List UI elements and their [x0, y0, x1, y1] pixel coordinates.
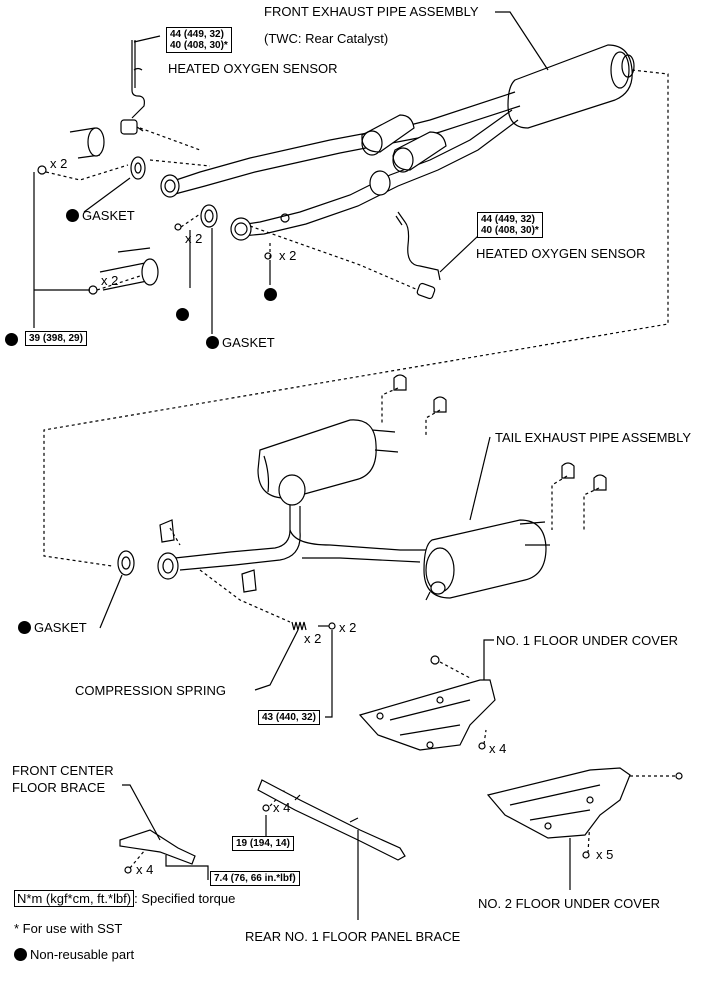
fasteners — [37, 165, 683, 874]
front-exhaust-pipe-assembly — [160, 44, 635, 241]
no1-floor-under-cover-label: NO. 1 FLOOR UNDER COVER — [496, 633, 679, 648]
torque-sensor-upper: 44 (449, 32) 40 (408, 30)* — [166, 27, 232, 53]
dashed-leaders-tail — [169, 387, 600, 623]
gasket-label-3: GASKET — [18, 620, 87, 635]
nonreusable-dot-icon — [206, 336, 219, 349]
nonreusable-dot-icon — [18, 621, 31, 634]
count-label: x 2 — [279, 248, 297, 263]
count-label: x 2 — [101, 273, 119, 288]
heated-oxygen-sensor-label-lower: HEATED OXYGEN SENSOR — [476, 246, 646, 261]
gasket-middle — [200, 204, 218, 228]
count-label: x 4 — [489, 741, 507, 756]
count-label: x 2 — [304, 631, 322, 646]
compression-spring-label: COMPRESSION SPRING — [75, 683, 226, 698]
no2-floor-under-cover — [486, 767, 631, 890]
no1-cover-leader — [483, 639, 494, 680]
no2-floor-under-cover-label: NO. 2 FLOOR UNDER COVER — [478, 896, 661, 911]
heated-oxygen-sensor-lower — [395, 211, 479, 300]
front-center-floor-brace-label-2: FLOOR BRACE — [12, 780, 106, 795]
heated-oxygen-sensor-label-upper: HEATED OXYGEN SENSOR — [168, 61, 338, 76]
front-center-floor-brace — [119, 784, 209, 880]
tail-exhaust-pipe-assembly — [157, 374, 607, 631]
nonreusable-dot-icon — [264, 288, 277, 301]
torque-spring-bolts: 43 (440, 32) — [258, 710, 320, 725]
nonreusable-dot-icon — [5, 333, 18, 346]
gasket-label-1: GASKET — [66, 208, 135, 223]
count-label: x 2 — [50, 156, 68, 171]
rear-no1-floor-panel-brace — [257, 779, 406, 920]
dashed-leaders-upper — [43, 69, 669, 567]
twc-note: (TWC: Rear Catalyst) — [264, 31, 389, 46]
nonreusable-dot-icon — [14, 948, 27, 961]
count-label: x 4 — [273, 800, 291, 815]
count-label: x 2 — [339, 620, 357, 635]
legend-nonreusable: Non-reusable part — [14, 947, 134, 962]
torque-flange-bolts: 39 (398, 29) — [25, 331, 87, 346]
front-exhaust-pipe-label: FRONT EXHAUST PIPE ASSEMBLY — [264, 4, 479, 19]
engine-side-pipes — [69, 127, 159, 291]
heated-oxygen-sensor-upper — [120, 35, 161, 135]
gasket-label-2: GASKET — [206, 335, 275, 350]
rear-no1-floor-panel-brace-label: REAR NO. 1 FLOOR PANEL BRACE — [245, 929, 461, 944]
count-label: x 4 — [136, 862, 154, 877]
count-label: x 5 — [596, 847, 614, 862]
legend-unit-box: N*m (kgf*cm, ft.*lbf) — [14, 890, 135, 907]
solid-leaders-tail — [99, 436, 491, 718]
gasket-upper — [130, 156, 146, 180]
torque-floor-brace: 7.4 (76, 66 in.*lbf) — [210, 871, 300, 886]
torque-sensor-lower: 44 (449, 32) 40 (408, 30)* — [477, 212, 543, 238]
tail-exhaust-pipe-label: TAIL EXHAUST PIPE ASSEMBLY — [495, 430, 692, 445]
no1-floor-under-cover — [358, 679, 496, 751]
nonreusable-dot-icon — [66, 209, 79, 222]
legend-torque: N*m (kgf*cm, ft.*lbf): Specified torque — [14, 890, 235, 907]
count-label: x 2 — [185, 231, 203, 246]
solid-leaders-upper — [33, 11, 549, 334]
legend-sst-note: * For use with SST — [14, 921, 123, 936]
nonreusable-dot-icon — [176, 308, 189, 321]
front-center-floor-brace-label-1: FRONT CENTER — [12, 763, 114, 778]
torque-panel-brace: 19 (194, 14) — [232, 836, 294, 851]
gasket-lower — [117, 550, 135, 576]
